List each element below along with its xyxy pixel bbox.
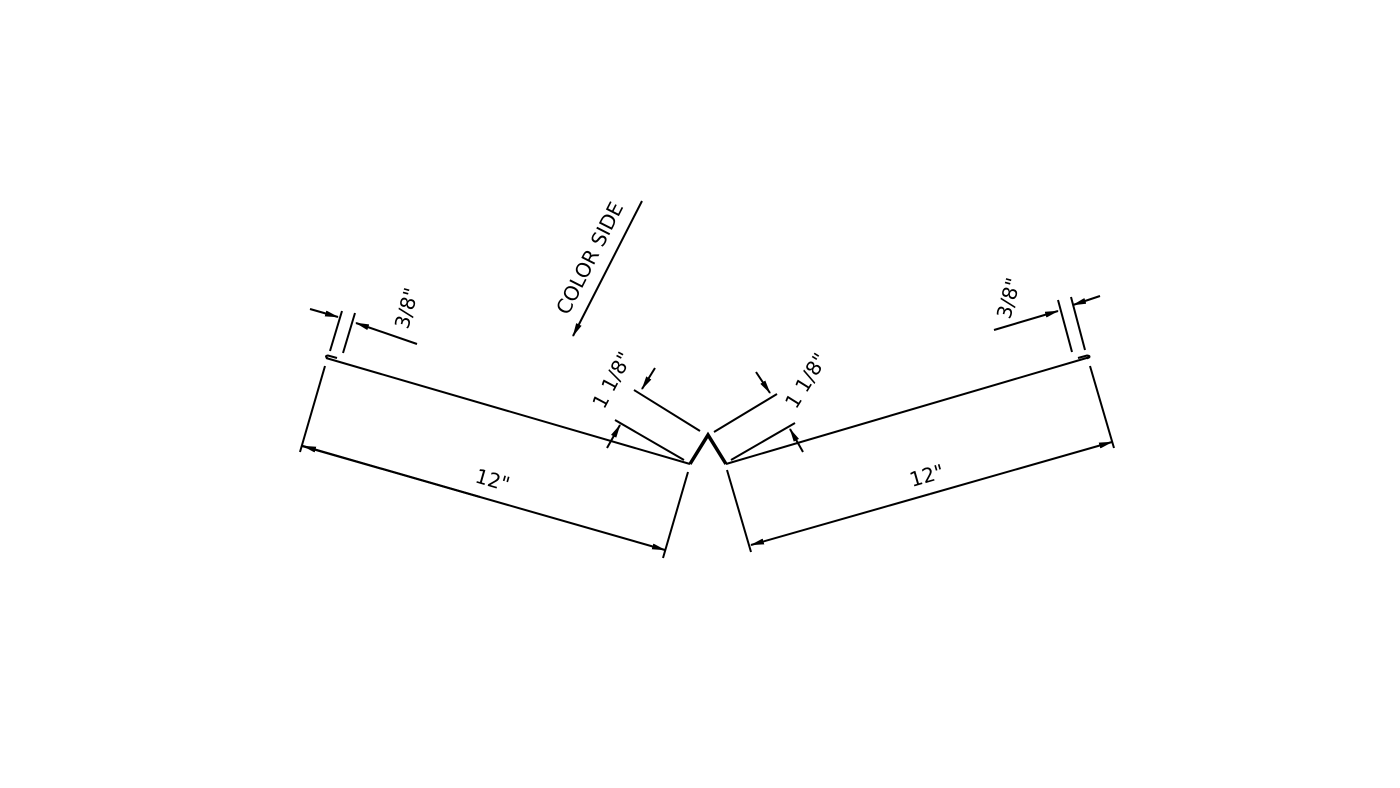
color-side-arrow — [572, 200, 643, 337]
left-panel-label: 12" — [473, 464, 513, 497]
left-hem-label: 3/8" — [390, 285, 424, 331]
center-v-notch — [688, 431, 728, 465]
right-center-leg-label: 1 1/8" — [780, 349, 832, 413]
right-hem-label: 3/8" — [992, 275, 1026, 321]
left-center-leg-label: 1 1/8" — [587, 348, 637, 413]
left-panel-dimension: 12" — [299, 365, 689, 559]
right-hem-dimension: 3/8" — [992, 275, 1101, 353]
left-center-leg-dimension: 1 1/8" — [587, 348, 701, 461]
right-center-leg-dimension: 1 1/8" — [713, 349, 832, 461]
left-panel-line — [325, 357, 691, 465]
right-panel-label: 12" — [907, 459, 947, 492]
color-side-indicator: COLOR SIDE — [551, 198, 643, 337]
profile-outline — [325, 354, 1091, 465]
right-hem — [1077, 354, 1091, 360]
left-hem-dimension: 3/8" — [309, 285, 424, 354]
color-side-label: COLOR SIDE — [551, 198, 628, 318]
right-panel-line — [725, 356, 1091, 465]
